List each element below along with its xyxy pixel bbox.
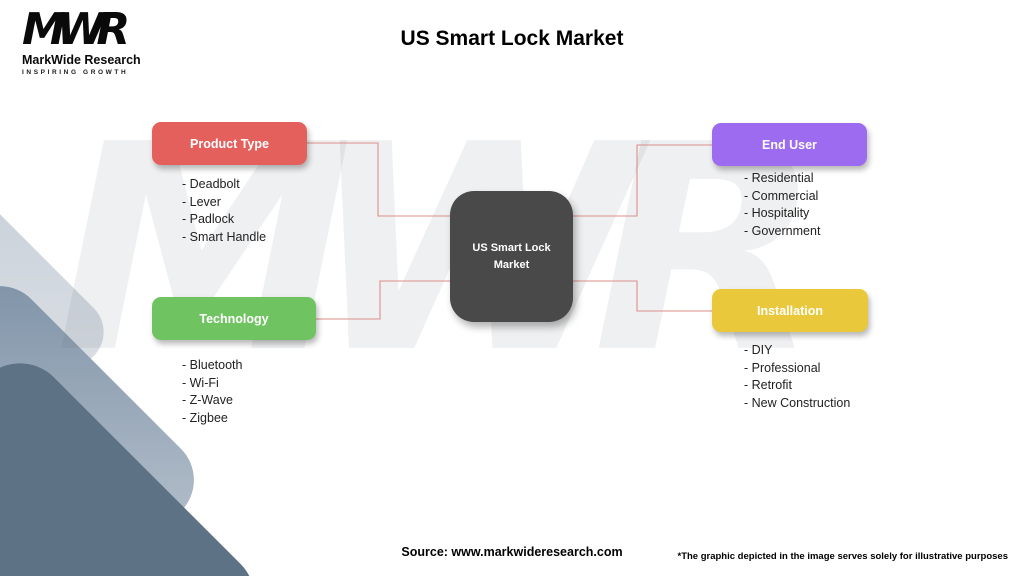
logo-tagline: Inspiring Growth bbox=[22, 69, 129, 76]
list-item: - DIY bbox=[744, 343, 773, 357]
node-label: Installation bbox=[757, 303, 823, 318]
logo-name: MarkWide Research bbox=[22, 53, 141, 67]
node-item-list: - Deadbolt - Lever - Padlock - Smart Handle bbox=[182, 176, 266, 246]
node-label: End User bbox=[762, 137, 817, 152]
connector-end-user bbox=[573, 144, 713, 217]
connector-technology bbox=[316, 280, 450, 320]
list-item: - Wi-Fi bbox=[182, 375, 219, 390]
center-node: US Smart Lock Market bbox=[450, 191, 573, 322]
node-label: Product Type bbox=[190, 136, 269, 151]
node-header-product-type: Product Type bbox=[152, 122, 307, 165]
list-item: - Zigbee bbox=[182, 410, 228, 425]
node-item-list: - DIY - Professional - Retrofit - New Const… bbox=[744, 342, 850, 412]
list-item: - Padlock bbox=[182, 212, 235, 226]
list-item: - Retrofit bbox=[744, 378, 792, 392]
list-item: - New Construction bbox=[744, 395, 851, 410]
node-label: Technology bbox=[199, 311, 269, 326]
list-item: - Commercial bbox=[744, 188, 819, 203]
branch-end-user: End User - Residential - Commercial - Hosp… bbox=[712, 123, 867, 238]
disclaimer-text: *The graphic depicted in the image serve… bbox=[677, 551, 1009, 562]
list-item: - Hospitality bbox=[744, 206, 810, 220]
node-item-list: - Bluetooth - Wi-Fi - Z-Wave - Zigbee bbox=[182, 357, 242, 427]
branch-product-type: Product Type - Deadbolt- Lever- Padlock-… bbox=[152, 122, 307, 244]
connector-installation bbox=[573, 280, 713, 312]
branch-technology: Technology - Bluetooth - Wi-Fi - Z-Wave - Z… bbox=[152, 297, 316, 425]
center-node-label: US Smart Lock Market bbox=[472, 242, 551, 271]
list-item: - Smart Handle bbox=[182, 229, 267, 244]
source-text: Source: www.markwideresearch.com bbox=[401, 545, 623, 559]
list-item: - Government bbox=[744, 223, 821, 238]
branch-installation: Installation - DIY - Professional - Retrof… bbox=[712, 289, 868, 410]
node-header-installation: Installation bbox=[712, 289, 868, 332]
list-item: - Z-Wave bbox=[182, 393, 233, 407]
page-title: US Smart Lock Market bbox=[400, 27, 624, 50]
list-item: - Bluetooth bbox=[182, 358, 243, 372]
list-item: - Lever bbox=[182, 194, 221, 209]
node-header-end-user: End User bbox=[712, 123, 867, 166]
list-item: - Professional bbox=[744, 360, 821, 375]
list-item: - Deadbolt bbox=[182, 177, 240, 191]
node-header-technology: Technology bbox=[152, 297, 316, 340]
node-item-list: - Residential - Commercial - Hospitality - … bbox=[744, 170, 820, 240]
logo-mark: MWR bbox=[22, 4, 130, 55]
logo: MWR MarkWide Research Inspiring Growth bbox=[22, 4, 141, 77]
list-item: - Residential bbox=[744, 171, 814, 185]
connector-product-type bbox=[307, 142, 450, 217]
